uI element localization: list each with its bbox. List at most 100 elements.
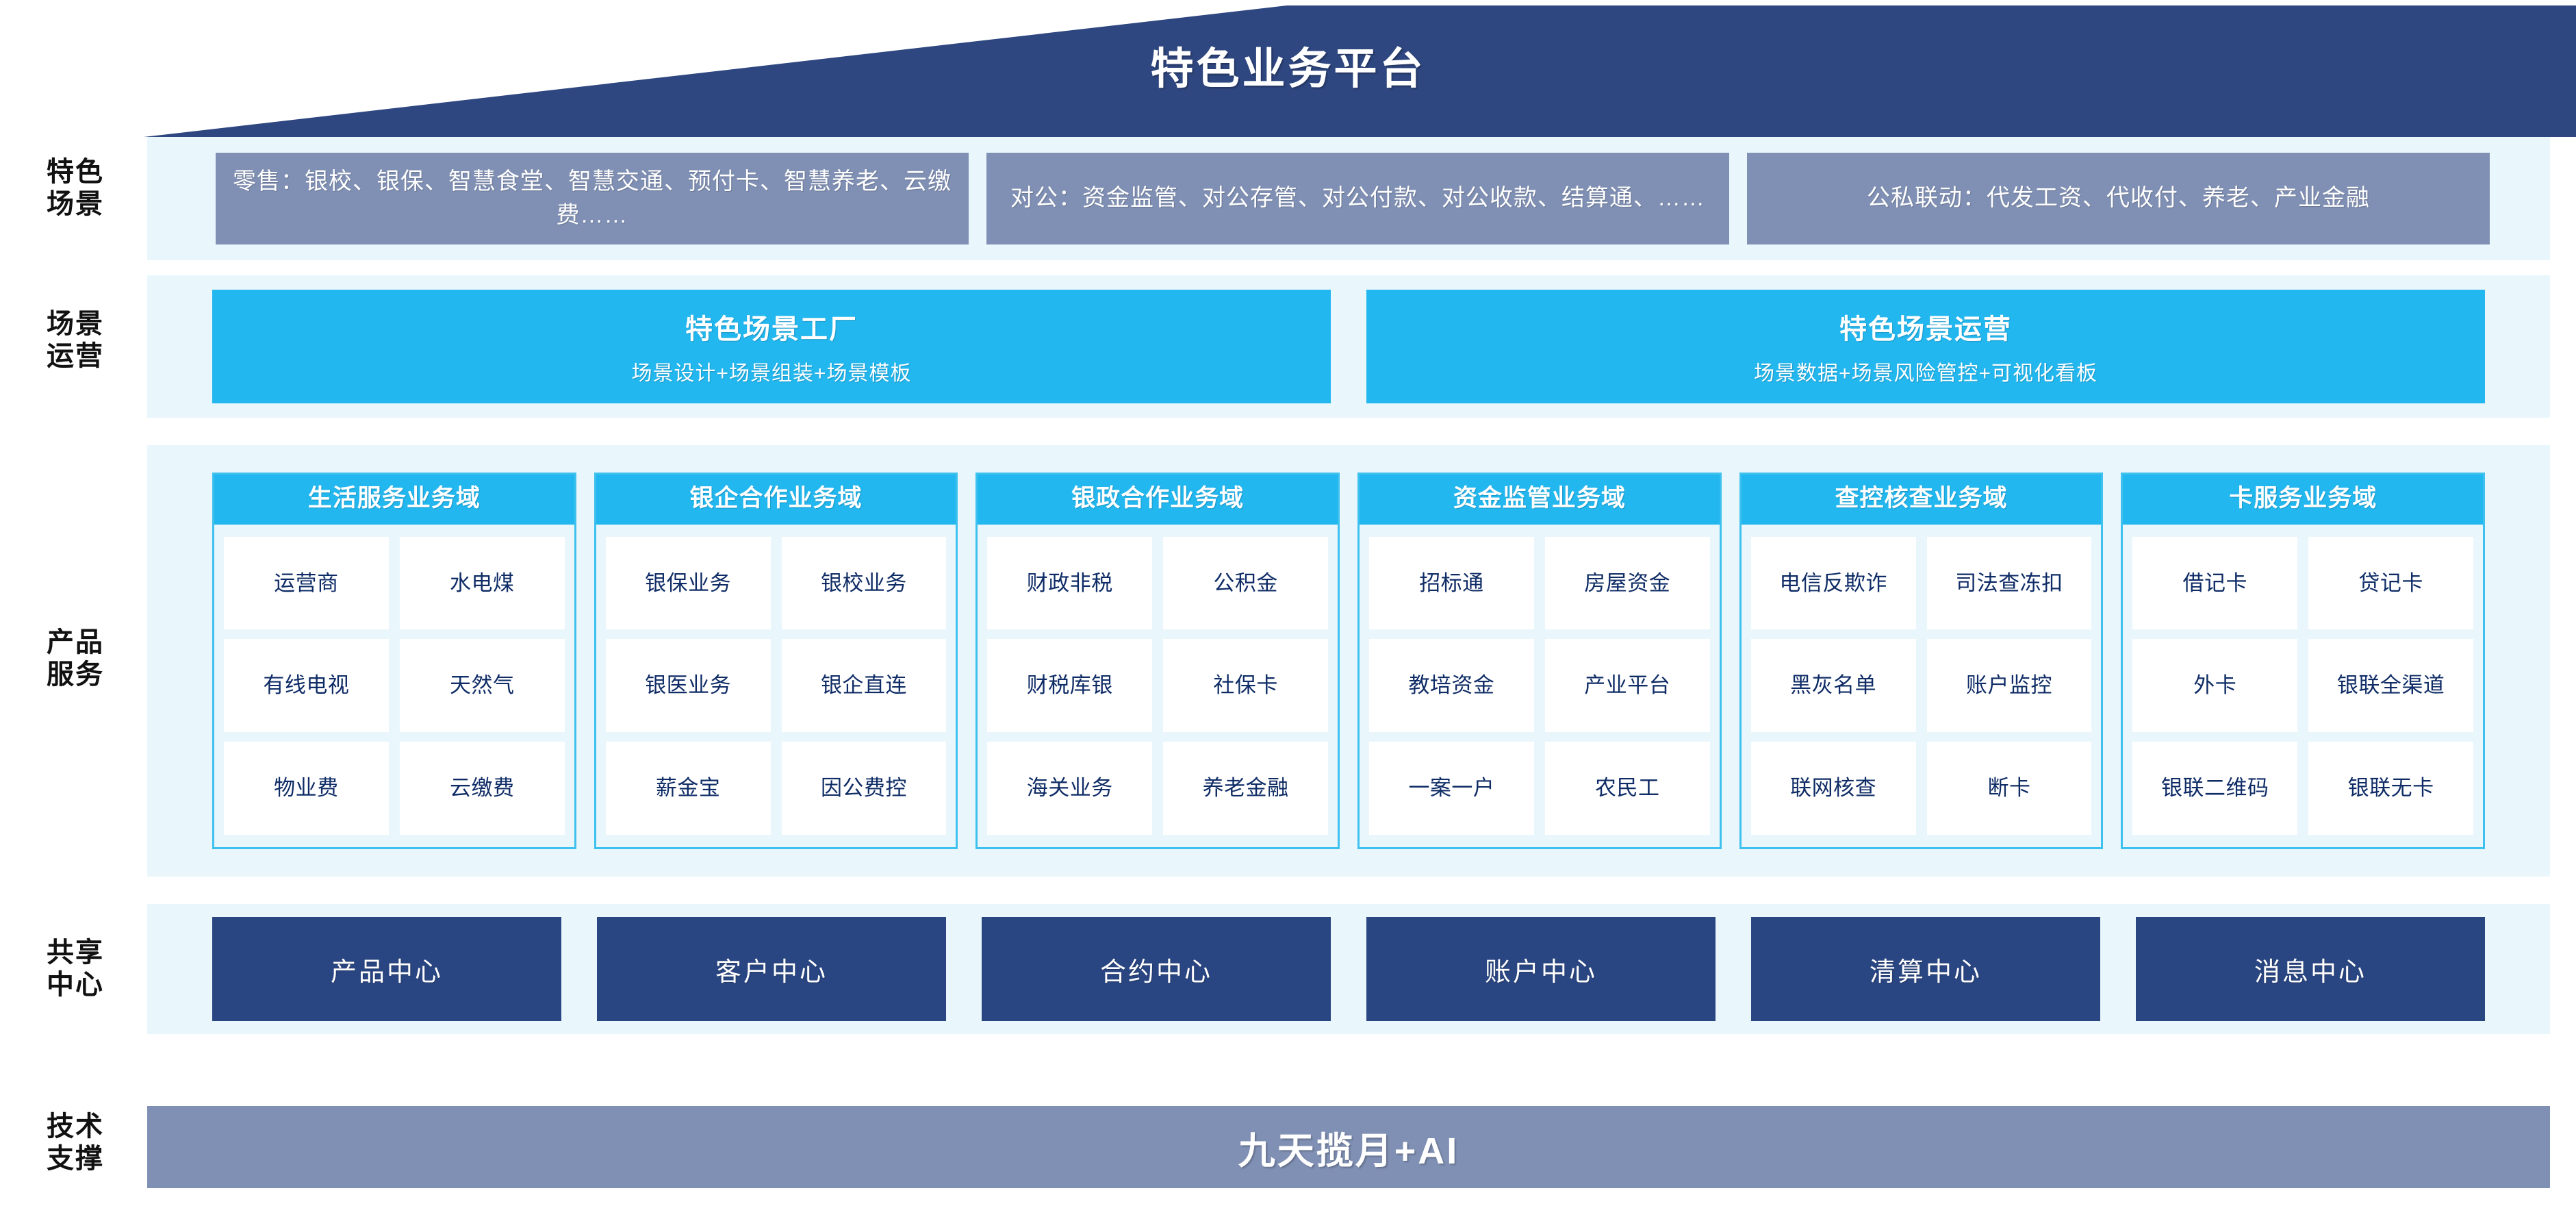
operation-box-scene-factory[interactable]: 特色场景工厂 场景设计+场景组装+场景模板 [212,290,1331,403]
product-domain-body: 银保业务银校业务银医业务银企直连薪金宝因公费控 [596,525,956,848]
product-domain-cell[interactable]: 银保业务 [605,536,771,630]
page-title: 特色业务平台 [1150,45,1426,93]
shared-center-box[interactable]: 合约中心 [982,917,1331,1021]
product-domain-cell[interactable]: 海关业务 [987,742,1153,835]
product-domain-title: 银政合作业务域 [978,475,1338,525]
operation-subtitle: 场景数据+场景风险管控+可视化看板 [1753,362,2098,385]
product-domain-row: 银医业务银企直连 [605,639,947,733]
product-domain-row: 招标通房屋资金 [1369,536,1710,630]
scenes-row: 零售：银校、银保、智慧食堂、智慧交通、预付卡、智慧养老、云缴费…… 对公：资金监… [147,137,2550,260]
product-domain-cell[interactable]: 司法查冻扣 [1926,536,2092,630]
product-domain-card: 生活服务业务域运营商水电煤有线电视天然气物业费云缴费 [212,473,576,849]
tech-support-label: 九天揽月+AI [1238,1130,1459,1172]
scene-box-public-private[interactable]: 公私联动：代发工资、代收付、养老、产业金融 [1747,153,2490,244]
product-domain-cell[interactable]: 断卡 [1926,742,2092,835]
product-domain-row: 电信反欺诈司法查冻扣 [1750,536,2092,630]
product-domain-row: 银联二维码银联无卡 [2132,742,2474,835]
product-domain-title: 卡服务业务域 [2123,475,2484,525]
product-domain-cell[interactable]: 一案一户 [1369,742,1534,835]
operation-title: 特色场景运营 [1839,314,2012,344]
product-domain-card: 资金监管业务域招标通房屋资金教培资金产业平台一案一户农民工 [1357,473,1722,849]
product-domain-cell[interactable]: 因公费控 [781,742,947,835]
product-domain-cell[interactable]: 银联全渠道 [2308,639,2474,733]
product-domain-row: 银保业务银校业务 [605,536,947,630]
product-domain-card: 银企合作业务域银保业务银校业务银医业务银企直连薪金宝因公费控 [594,473,958,849]
product-domain-cell[interactable]: 银联二维码 [2132,742,2298,835]
product-domain-cell[interactable]: 银企直连 [781,639,947,733]
product-domains-row: 生活服务业务域运营商水电煤有线电视天然气物业费云缴费银企合作业务域银保业务银校业… [147,445,2550,877]
product-domain-body: 借记卡贷记卡外卡银联全渠道银联二维码银联无卡 [2123,525,2483,848]
row-label-shared-centers: 共享 中心 [47,938,104,1001]
product-domain-row: 有线电视天然气 [224,639,565,733]
product-domain-cell[interactable]: 运营商 [224,536,389,630]
product-domain-cell[interactable]: 招标通 [1369,536,1534,630]
product-domain-cell[interactable]: 银联无卡 [2308,742,2474,835]
platform-roof-banner: 特色业务平台 [0,0,2576,144]
row-label-tech-support: 技术 支撑 [47,1111,104,1174]
product-domain-row: 财政非税公积金 [987,536,1329,630]
product-domain-cell[interactable]: 账户监控 [1926,639,2092,733]
product-domain-cell[interactable]: 教培资金 [1369,639,1534,733]
product-domain-cell[interactable]: 贷记卡 [2308,536,2474,630]
product-domain-cell[interactable]: 产业平台 [1544,639,1710,733]
product-domain-cell[interactable]: 云缴费 [399,742,565,835]
row-label-products: 产品 服务 [47,627,104,690]
shared-center-box[interactable]: 清算中心 [1751,917,2100,1021]
product-domain-cell[interactable]: 财政非税 [987,536,1153,630]
product-domain-cell[interactable]: 黑灰名单 [1750,639,1916,733]
product-domain-cell[interactable]: 电信反欺诈 [1750,536,1916,630]
product-domain-body: 运营商水电煤有线电视天然气物业费云缴费 [214,525,574,848]
shared-center-box[interactable]: 客户中心 [597,917,946,1021]
product-domain-body: 电信反欺诈司法查冻扣黑灰名单账户监控联网核查断卡 [1742,525,2102,848]
tech-support-bar[interactable]: 九天揽月+AI [147,1106,2550,1188]
product-domain-cell[interactable]: 物业费 [224,742,389,835]
product-domain-cell[interactable]: 养老金融 [1163,742,1329,835]
shared-centers-row: 产品中心客户中心合约中心账户中心清算中心消息中心 [147,904,2550,1034]
product-domain-card: 查控核查业务域电信反欺诈司法查冻扣黑灰名单账户监控联网核查断卡 [1739,473,2104,849]
product-domain-cell[interactable]: 农民工 [1544,742,1710,835]
product-domain-cell[interactable]: 联网核查 [1750,742,1916,835]
product-domain-row: 薪金宝因公费控 [605,742,947,835]
product-domain-cell[interactable]: 房屋资金 [1544,536,1710,630]
product-domain-row: 联网核查断卡 [1750,742,2092,835]
product-domain-card: 银政合作业务域财政非税公积金财税库银社保卡海关业务养老金融 [975,473,1340,849]
product-domain-row: 财税库银社保卡 [987,639,1329,733]
product-domain-title: 银企合作业务域 [596,475,956,525]
row-label-operations: 场景 运营 [47,309,104,372]
shared-center-box[interactable]: 账户中心 [1366,917,1716,1021]
scene-box-corporate[interactable]: 对公：资金监管、对公存管、对公付款、对公收款、结算通、…… [986,153,1729,244]
product-domain-cell[interactable]: 银校业务 [781,536,947,630]
product-domain-cell[interactable]: 水电煤 [399,536,565,630]
product-domain-row: 运营商水电煤 [224,536,565,630]
product-domain-row: 教培资金产业平台 [1369,639,1710,733]
product-domain-row: 借记卡贷记卡 [2132,536,2474,630]
operation-title: 特色场景工厂 [685,314,858,344]
roof-shape-icon [144,5,2576,137]
product-domain-row: 一案一户农民工 [1369,742,1710,835]
scene-box-retail[interactable]: 零售：银校、银保、智慧食堂、智慧交通、预付卡、智慧养老、云缴费…… [216,153,969,244]
product-domain-cell[interactable]: 银医业务 [605,639,771,733]
product-domain-cell[interactable]: 有线电视 [224,639,389,733]
shared-center-box[interactable]: 产品中心 [212,917,561,1021]
product-domain-title: 生活服务业务域 [214,475,574,525]
operations-row: 特色场景工厂 场景设计+场景组装+场景模板 特色场景运营 场景数据+场景风险管控… [147,275,2550,418]
row-label-scenes: 特色 场景 [47,157,104,220]
product-domain-title: 资金监管业务域 [1360,475,1720,525]
product-domain-cell[interactable]: 社保卡 [1163,639,1329,733]
product-domain-cell[interactable]: 薪金宝 [605,742,771,835]
product-domain-title: 查控核查业务域 [1741,475,2102,525]
operation-subtitle: 场景设计+场景组装+场景模板 [631,362,912,385]
product-domain-cell[interactable]: 公积金 [1163,536,1329,630]
product-domain-row: 海关业务养老金融 [987,742,1329,835]
product-domain-row: 物业费云缴费 [224,742,565,835]
product-domain-cell[interactable]: 外卡 [2132,639,2298,733]
product-domain-row: 黑灰名单账户监控 [1750,639,2092,733]
product-domain-body: 财政非税公积金财税库银社保卡海关业务养老金融 [978,525,1338,848]
operation-box-scene-operations[interactable]: 特色场景运营 场景数据+场景风险管控+可视化看板 [1366,290,2485,403]
product-domain-cell[interactable]: 财税库银 [987,639,1153,733]
shared-center-box[interactable]: 消息中心 [2136,917,2485,1021]
product-domain-cell[interactable]: 借记卡 [2132,536,2298,630]
product-domain-body: 招标通房屋资金教培资金产业平台一案一户农民工 [1360,525,1720,848]
product-domain-cell[interactable]: 天然气 [399,639,565,733]
product-domain-row: 外卡银联全渠道 [2132,639,2474,733]
